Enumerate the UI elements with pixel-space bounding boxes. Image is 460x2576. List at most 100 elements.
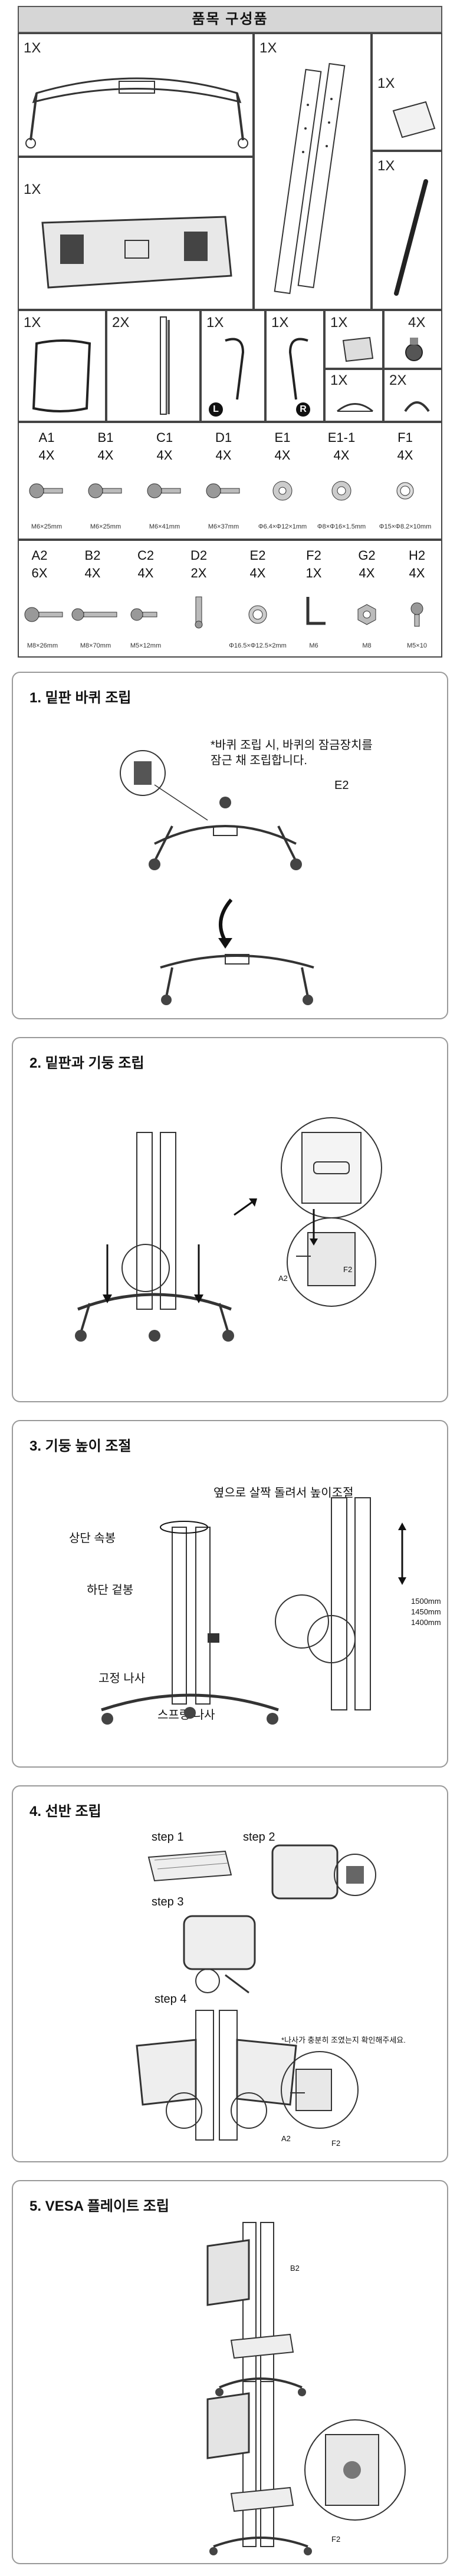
pole-base-assembly-illustration <box>75 1132 234 1342</box>
screw-detail-illustration <box>281 2051 359 2129</box>
hardware-qty: 4X <box>249 566 266 580</box>
step-1-label: step 1 <box>152 1831 184 1844</box>
label-upper-pole: 상단 속봉 <box>69 1532 116 1545</box>
height-detail-illustration <box>275 1497 406 1710</box>
hardware-code: B2 <box>84 548 101 563</box>
item-qty: 2X <box>389 372 407 388</box>
label-f2: F2 <box>331 2535 341 2544</box>
hardware-code: C2 <box>137 548 155 563</box>
arrow-down-icon <box>218 899 233 949</box>
step-title: 1. 밑판 바퀴 조립 <box>29 690 132 706</box>
pin-icon <box>195 596 203 629</box>
hook-r-illustration <box>288 338 308 400</box>
hardware-code: D1 <box>215 430 232 445</box>
badge-r: R <box>296 402 310 417</box>
washer-icon <box>248 605 267 624</box>
wrench-illustration <box>394 179 428 296</box>
badge-l: L <box>209 402 223 417</box>
item-rails-cell: 2X <box>106 310 201 422</box>
item-qty: 1X <box>330 372 348 388</box>
item-qty: 2X <box>112 315 130 331</box>
step-title: 5. VESA 플레이트 조립 <box>29 2198 169 2214</box>
step-5-panel: 5. VESA 플레이트 조립 B2 F2 <box>12 2180 448 2564</box>
vesa-mount-bottom-illustration <box>206 2381 406 2555</box>
components-title: 품목 구성품 <box>18 6 442 33</box>
hardware-size: M8×70mm <box>80 642 111 649</box>
washer-icon <box>331 481 351 501</box>
step-1-panel: 1. 밑판 바퀴 조립 *바퀴 조립 시, 바퀴의 잠금장치를 잠근 채 조립합… <box>12 672 448 1019</box>
base-wheel-assembly-illustration <box>120 750 302 870</box>
screw-icon <box>88 483 122 498</box>
label-a2: A2 <box>281 2134 291 2143</box>
hardware-code: D2 <box>190 548 208 563</box>
step-note: *바퀴 조립 시, 바퀴의 잠금장치를 잠근 채 조립합니다. <box>211 738 373 768</box>
hardware-size: M6×41mm <box>149 523 180 530</box>
item-base-cell: 1X <box>18 33 254 157</box>
label-a2: A2 <box>278 1274 288 1283</box>
item-vesa-plate-cell: 1X <box>18 157 254 310</box>
washer-icon <box>272 481 293 501</box>
item-qty: 1X <box>24 40 41 56</box>
label-e2: E2 <box>334 779 349 792</box>
item-qty: 1X <box>330 315 348 331</box>
hardware-code: C1 <box>156 430 173 445</box>
screw-icon <box>147 483 181 498</box>
shelf-step2-illustration <box>271 1844 376 1900</box>
hardware-qty: 4X <box>409 566 425 580</box>
step-4-panel: 4. 선반 조립 step 1 step 2 step 3 step 4 *나사… <box>12 1785 448 2162</box>
item-qty: 1X <box>259 40 277 56</box>
hardware-qty: 6X <box>31 566 48 580</box>
step-2-panel: 2. 밑판과 기둥 조립 A2 F2 <box>12 1037 448 1402</box>
bolt-icon <box>24 607 63 622</box>
note-rotate: 옆으로 살짝 돌려서 높이조절 <box>213 1487 354 1500</box>
spacer-icon <box>396 482 414 500</box>
item-qty: 1X <box>377 158 395 174</box>
hardware-qty: 4X <box>156 448 173 463</box>
hardware-size: M6×37mm <box>208 523 239 530</box>
step-2-label: step 2 <box>243 1831 275 1844</box>
item-poles-cell: 1X <box>254 33 372 310</box>
hardware-qty: 4X <box>397 448 413 463</box>
item-wrench-cell: 1X <box>372 151 442 310</box>
step-title: 2. 밑판과 기둥 조립 <box>29 1055 144 1071</box>
hardware-row-2: A2 6X M8×26mm B2 4X M8×70mm C2 4X M5×12m… <box>18 540 442 658</box>
vesa-plate-illustration <box>41 216 232 289</box>
detail-zoom-illustration <box>281 1117 382 1307</box>
hardware-qty: 4X <box>333 448 350 463</box>
hardware-code: E1-1 <box>327 430 356 445</box>
hardware-code: B1 <box>97 430 114 445</box>
item-hook-r-cell: 1X R <box>265 310 324 422</box>
hardware-qty: 1X <box>305 566 322 580</box>
hardware-size: Φ15×Φ8.2×10mm <box>379 523 432 530</box>
step4-note: *나사가 충분히 조였는지 확인해주세요. <box>281 2036 406 2045</box>
vesa-mount-top-illustration <box>206 2222 306 2396</box>
item-hook-l-cell: 1X L <box>201 310 265 422</box>
base-frame-illustration <box>25 77 248 148</box>
hardware-code: H2 <box>408 548 426 563</box>
hardware-size: Φ8×Φ16×1.5mm <box>317 523 366 530</box>
hardware-qty: 4X <box>38 448 55 463</box>
item-qty: 4X <box>408 315 426 331</box>
item-bracket-cell: 1X <box>324 310 383 369</box>
hardware-size: M6 <box>309 642 318 649</box>
hardware-size: M5×10 <box>407 642 427 649</box>
hardware-qty: 4X <box>137 566 154 580</box>
hardware-size: Φ6.4×Φ12×1mm <box>258 523 307 530</box>
label-f2: F2 <box>343 1265 353 1274</box>
item-wheels-cell: 4X <box>383 310 442 369</box>
step-4-label: step 4 <box>155 1993 187 2006</box>
item-qty: 1X <box>377 75 395 91</box>
item-qty: 1X <box>271 315 289 331</box>
arrow-right-icon <box>234 1198 257 1216</box>
hardware-size: M6×25mm <box>31 523 63 530</box>
label-lower-pole: 하단 겉봉 <box>87 1584 134 1597</box>
item-shelf-cell: 1X <box>18 310 106 422</box>
allen-key-icon <box>306 597 326 625</box>
step-3-label: step 3 <box>152 1895 184 1908</box>
note-line-1: *바퀴 조립 시, 바퀴의 잠금장치를 <box>211 739 373 752</box>
rails-illustration <box>160 316 170 415</box>
item-qty: 1X <box>206 315 224 331</box>
item-shelf-bracket-cell: 1X <box>324 369 383 422</box>
hardware-size: M8 <box>362 642 372 649</box>
hardware-code: F2 <box>306 548 321 563</box>
